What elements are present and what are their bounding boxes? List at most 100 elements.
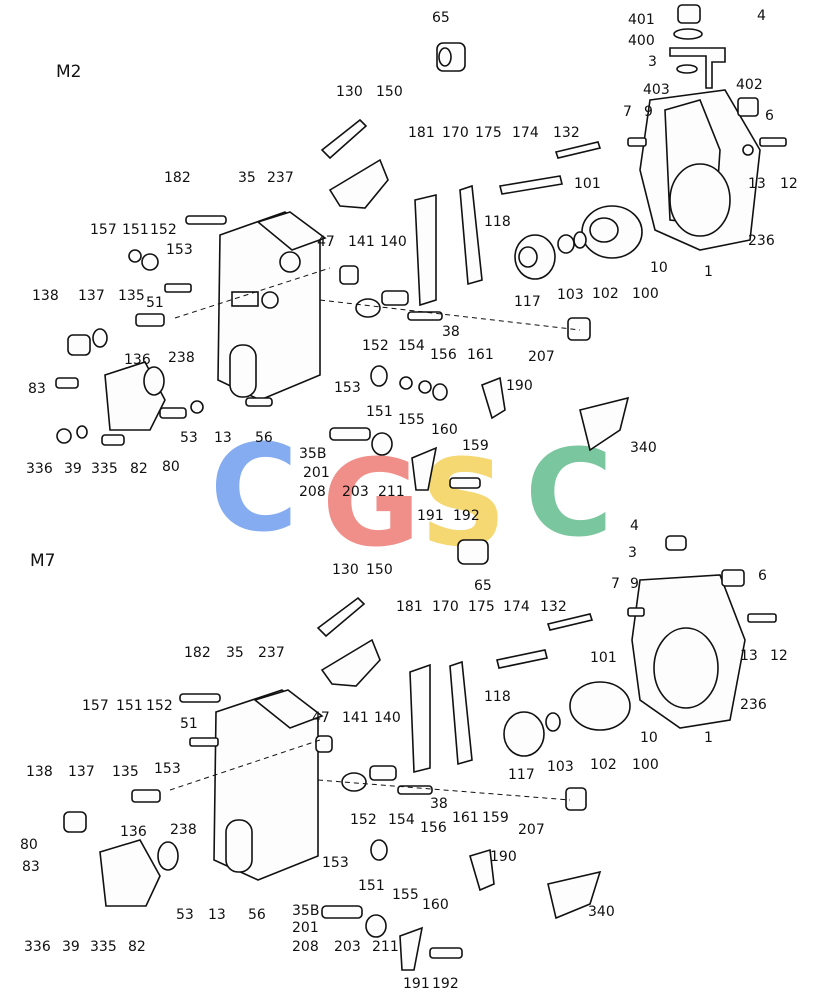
watermark-letter: C [210, 420, 298, 559]
part-141-nut [355, 298, 381, 318]
m7-callout-237: 237 [258, 645, 285, 661]
m7-callout-3: 3 [628, 545, 637, 561]
m2-callout-1: 1 [704, 264, 713, 280]
part-150-link [328, 158, 389, 209]
part-207-block-m7 [565, 787, 587, 811]
m2-callout-170: 170 [442, 125, 469, 141]
m2-callout-51: 51 [146, 295, 164, 311]
part-6-plug [737, 97, 759, 117]
m7-callout-7: 7 [611, 576, 620, 592]
part-3-oring [676, 64, 698, 74]
m2-callout-132: 132 [553, 125, 580, 141]
part-35b-shaft-m7 [321, 905, 363, 919]
m7-callout-175: 175 [468, 599, 495, 615]
m2-callout-403: 403 [643, 82, 670, 98]
m2-callout-336: 336 [26, 461, 53, 477]
part-191-link [411, 446, 438, 491]
view-label-m2: M2 [56, 62, 81, 82]
m7-callout-203: 203 [334, 939, 361, 955]
m7-callout-182: 182 [184, 645, 211, 661]
m7-callout-6: 6 [758, 568, 767, 584]
m2-callout-138: 138 [32, 288, 59, 304]
m7-callout-208: 208 [292, 939, 319, 955]
m7-callout-160: 160 [422, 897, 449, 913]
m2-callout-137: 137 [78, 288, 105, 304]
m2-callout-190: 190 [506, 378, 533, 394]
m2-callout-47: 47 [317, 234, 335, 250]
m7-callout-140: 140 [374, 710, 401, 726]
m2-callout-35: 35 [238, 170, 256, 186]
part-83-bolt [55, 377, 79, 389]
part-238-gasket-m7 [157, 841, 179, 871]
m2-callout-102: 102 [592, 286, 619, 302]
m7-callout-181: 181 [396, 599, 423, 615]
m2-callout-7: 7 [623, 104, 632, 120]
m7-callout-83: 83 [22, 859, 40, 875]
m2-callout-161: 161 [467, 347, 494, 363]
part-82-bolt [101, 434, 125, 446]
part-39-washer [76, 425, 88, 439]
part-174-lever-m7 [496, 649, 548, 669]
part-402-bracket [669, 47, 726, 89]
m2-callout-154: 154 [398, 338, 425, 354]
part-151-bushing-m7 [370, 839, 388, 861]
part-35-hole-a [261, 291, 279, 309]
m7-callout-152: 152 [350, 812, 377, 828]
part-13-washer [742, 144, 754, 156]
m2-callout-135: 135 [118, 288, 145, 304]
part-203-bushing-m7 [365, 914, 387, 938]
part-130-spring-m7 [316, 596, 366, 638]
m7-callout-35: 35 [226, 645, 244, 661]
m7-callout-137: 137 [68, 764, 95, 780]
part-137-washer [92, 328, 108, 348]
part-100-flyweight-m7 [569, 681, 631, 731]
m2-callout-402: 402 [736, 77, 763, 93]
m2-callout-160: 160 [431, 422, 458, 438]
m2-callout-80: 80 [162, 459, 180, 475]
part-181-lever-m7 [409, 663, 431, 774]
part-140-spring-m7 [369, 765, 397, 781]
m7-callout-141: 141 [342, 710, 369, 726]
m7-callout-211: 211 [372, 939, 399, 955]
part-100-flyweight-hub [589, 217, 619, 243]
m2-callout-13: 13 [748, 176, 766, 192]
m2-callout-400: 400 [628, 33, 655, 49]
m2-callout-208: 208 [299, 484, 326, 500]
m2-callout-6: 6 [765, 108, 774, 124]
m7-callout-336: 336 [24, 939, 51, 955]
part-103-ring [573, 231, 587, 249]
part-130-spring [320, 118, 368, 160]
m7-callout-153: 153 [322, 855, 349, 871]
m7-callout-12: 12 [770, 648, 788, 664]
m7-callout-1: 1 [704, 730, 713, 746]
m7-callout-207: 207 [518, 822, 545, 838]
part-192-bolt [449, 477, 481, 489]
part-181-lever [414, 193, 437, 307]
m7-callout-13: 13 [740, 648, 758, 664]
m2-callout-141: 141 [348, 234, 375, 250]
part-7-bolt-m7 [627, 607, 645, 617]
part-170-lever [459, 184, 483, 286]
m7-callout-138: 138 [26, 764, 53, 780]
part-170-lever-m7 [449, 660, 473, 766]
part-141-nut-m7 [341, 772, 367, 792]
part-135-spring-m7 [131, 789, 161, 803]
m7-callout-340: 340 [588, 904, 615, 920]
m2-callout-155: 155 [398, 412, 425, 428]
m7-callout-190: 190 [490, 849, 517, 865]
part-135-spring [135, 313, 165, 327]
part-12-bolt-m7 [747, 613, 777, 623]
m2-callout-152: 152 [150, 222, 177, 238]
m7-callout-35b: 35B [292, 903, 319, 919]
part-340-plate-m7 [547, 870, 602, 920]
m7-callout-159: 159 [482, 810, 509, 826]
m7-callout-152: 152 [146, 698, 173, 714]
m7-callout-174: 174 [503, 599, 530, 615]
m7-callout-102: 102 [590, 757, 617, 773]
part-65-bore [438, 47, 452, 67]
m2-callout-83: 83 [28, 381, 46, 397]
part-35-oval-port-m7 [225, 819, 253, 873]
m7-callout-156: 156 [420, 820, 447, 836]
